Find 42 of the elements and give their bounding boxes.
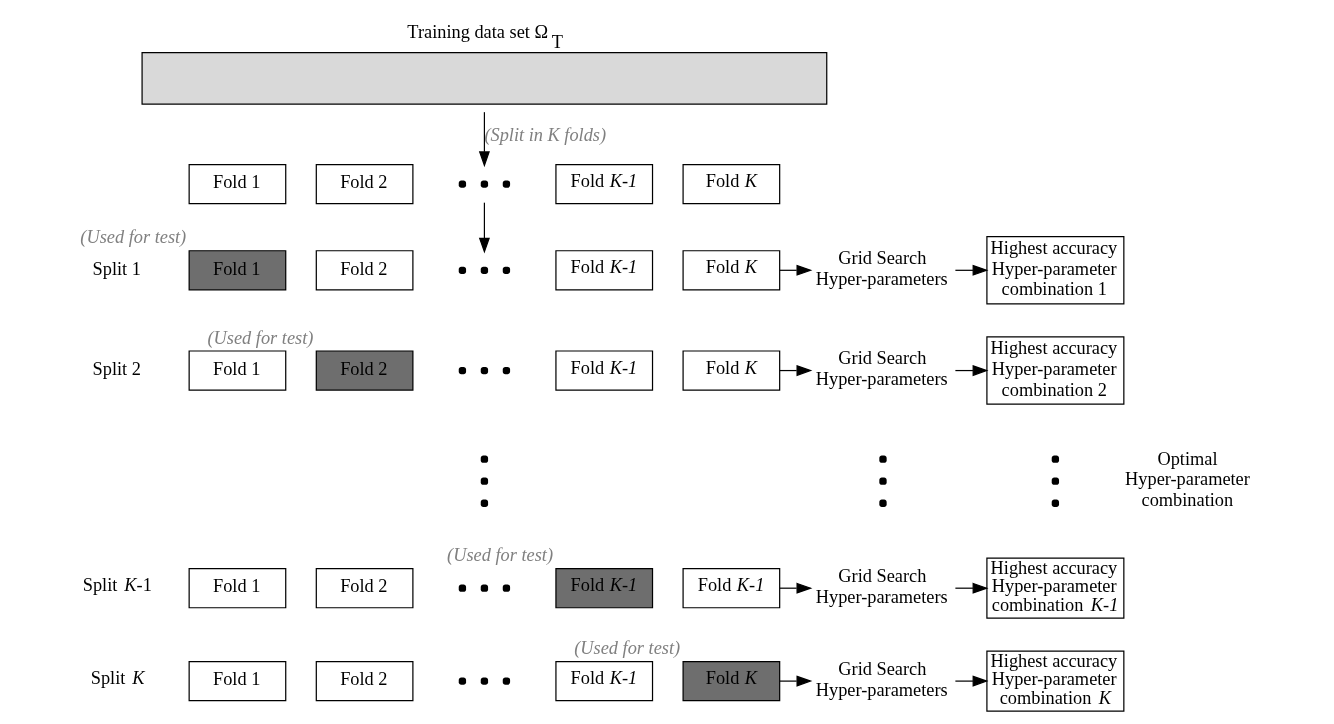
node-box: Fold K [682,350,780,391]
node-box: Highest accuracy Hyper-parameter combination 1 [985,236,1124,305]
node-text: Grid Search Hyper-parameters [815,658,948,700]
node-box: Fold 1 [188,350,286,391]
label: Split 1 [92,258,141,279]
label: Split K-1 [82,575,152,596]
arrow [954,675,988,687]
node-label: (Used for test) [573,638,680,659]
node-box: Fold 2 [315,250,413,291]
node-box: Fold 2 [315,350,413,391]
label: Optimal Hyper-parameter combination [1124,448,1250,511]
node-text: Grid Search Hyper-parameters [815,348,948,390]
node-box: Highest accuracy Hyper-parameter combination K [985,650,1124,712]
arrow [778,675,812,687]
node-label: (Used for test) [79,227,186,248]
arrow [478,111,490,168]
node-box: Fold K [682,250,780,291]
node-box: Fold K-1 [554,250,653,291]
node-box: Fold K [682,163,780,205]
node-box: Fold K-1 [554,660,653,702]
node-text: Grid Search Hyper-parameters [815,566,948,607]
node-box: Highest accuracy Hyper-parameter combination 2 [985,336,1124,405]
node-box: Fold K-1 [554,350,653,391]
node-label: (Used for test) [446,545,553,566]
node-box: Fold 1 [188,660,286,702]
node-box: Fold 2 [315,660,413,702]
node-box: Fold K-1 [554,163,653,205]
node-box: Highest accuracy Hyper-parameter combination K-1 [985,557,1124,619]
node-box: Fold 1 [188,568,286,609]
arrow [478,202,490,254]
node-label: (Used for test) [206,327,313,348]
node-box: Fold K [682,660,780,702]
node-box: Fold K-1 [682,568,780,609]
node-box: Fold 1 [188,163,286,205]
node-text: Grid Search Hyper-parameters [815,248,948,289]
node-box: Fold 1 [188,250,286,291]
node-box: Fold K-1 [554,568,653,609]
label: Split K [90,668,145,689]
label: Split 2 [92,358,141,379]
node-box: Fold 2 [315,568,413,609]
node-box: Fold 2 [315,163,413,205]
edge-label: (Split in K folds) [483,125,606,146]
